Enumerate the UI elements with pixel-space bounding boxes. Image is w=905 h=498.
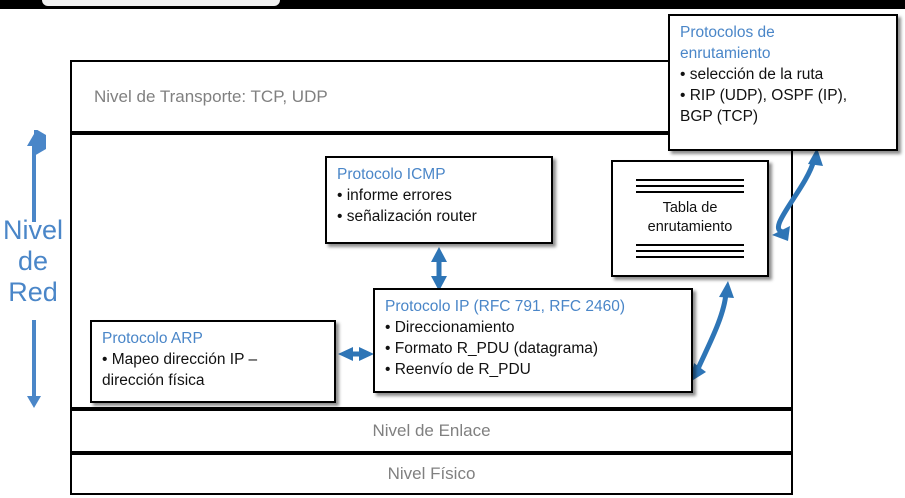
icmp-bullet-2: • señalización router — [337, 208, 477, 225]
arp-head: Protocolo ARP — [102, 330, 203, 347]
side-label-line-2: de — [17, 246, 49, 276]
callout-ip: Protocolo IP (RFC 791, RFC 2460) • Direc… — [373, 288, 693, 393]
network-level-side-label: Nivel de Red — [0, 215, 66, 308]
top-bar-notch — [42, 0, 280, 6]
layer-enlace-label: Nivel de Enlace — [372, 421, 491, 440]
rule-line — [636, 179, 744, 181]
rule-line — [636, 250, 744, 252]
routing-table-line-2: enrutamiento — [647, 219, 733, 235]
ip-bullet-1: • Direccionamiento — [385, 319, 515, 336]
icmp-head: Protocolo ICMP — [337, 166, 446, 183]
routing-table-line-1: Tabla de — [662, 200, 718, 216]
routing-table-rules-bottom — [636, 244, 744, 258]
ip-bullet-2: • Formato R_PDU (datagrama) — [385, 340, 599, 357]
layer-transport-label: Nivel de Transporte: TCP, UDP — [94, 86, 328, 106]
callout-icmp: Protocolo ICMP • informe errores • señal… — [325, 156, 553, 244]
callout-routing-protocols: Protocolos de enrutamiento • selección d… — [668, 14, 898, 151]
routing-table-text: Tabla de enrutamiento — [648, 193, 733, 244]
icmp-bullet-1: • informe errores — [337, 187, 452, 204]
routing-head-line-1: Protocolos de — [680, 24, 775, 41]
routing-table-rules-top — [636, 179, 744, 193]
top-black-bar — [0, 0, 905, 9]
layer-fisico-label: Nivel Físico — [387, 464, 476, 483]
routing-head-line-2: enrutamiento — [680, 45, 771, 62]
rule-line — [636, 185, 744, 187]
routing-bullet-2: • RIP (UDP), OSPF (IP), — [680, 87, 848, 104]
rule-line — [636, 244, 744, 246]
network-level-span-arrow-icon — [27, 130, 46, 408]
routing-table-box: Tabla de enrutamiento — [611, 160, 769, 277]
layer-fisico: Nivel Físico — [70, 453, 793, 495]
ip-bullet-3: • Reenvío de R_PDU — [385, 361, 531, 378]
rule-line — [636, 191, 744, 193]
arp-bullet-1-cont: dirección física — [102, 372, 205, 389]
rule-line — [636, 256, 744, 258]
routing-bullet-2-cont: BGP (TCP) — [680, 108, 759, 125]
routing-bullet-1: • selección de la ruta — [680, 66, 824, 83]
callout-arp: Protocolo ARP • Mapeo dirección IP – dir… — [90, 320, 336, 403]
arp-bullet-1: • Mapeo dirección IP – — [102, 351, 258, 368]
side-label-line-3: Red — [8, 277, 58, 307]
layer-enlace: Nivel de Enlace — [70, 409, 793, 453]
ip-head: Protocolo IP (RFC 791, RFC 2460) — [385, 298, 626, 315]
